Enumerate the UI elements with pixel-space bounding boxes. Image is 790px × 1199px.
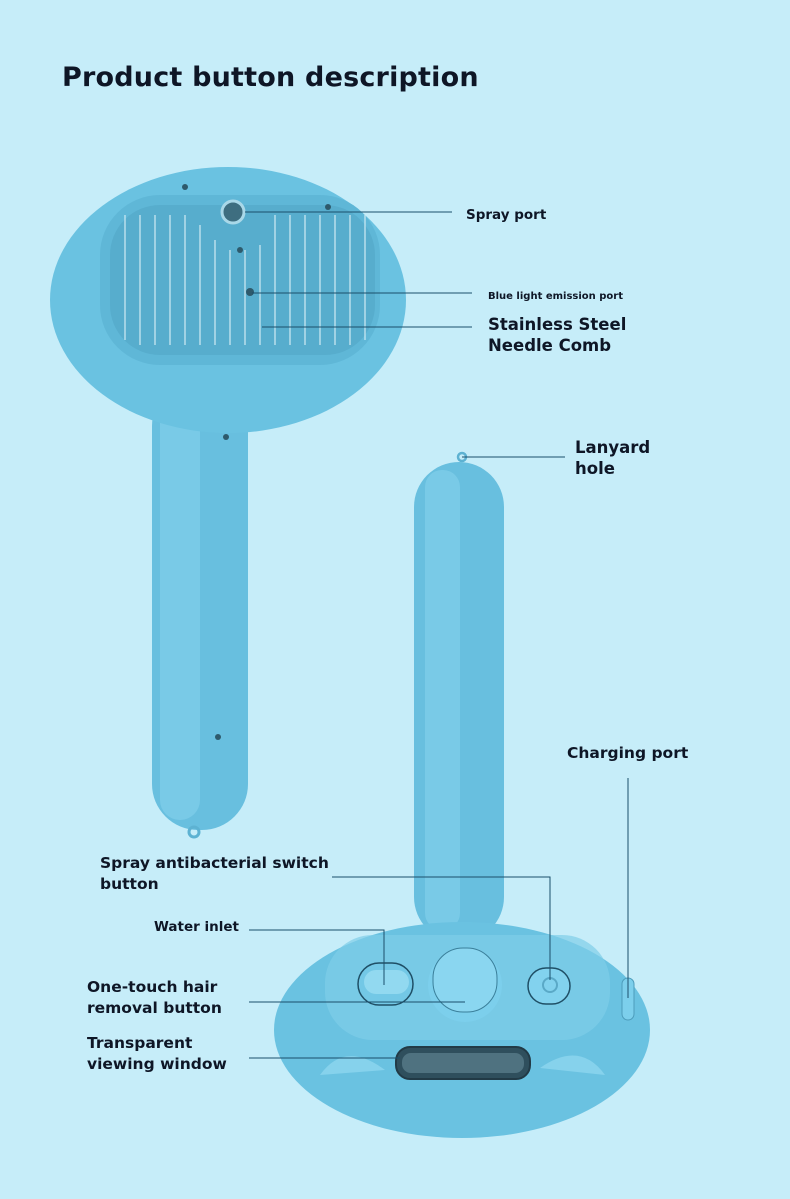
label-line: removal button: [87, 999, 222, 1017]
brush-back: [274, 451, 650, 1138]
label-viewing-window: Transparent viewing window: [87, 1033, 227, 1075]
label-line: Transparent: [87, 1034, 193, 1052]
label-needle-comb: Stainless Steel Needle Comb: [488, 314, 626, 356]
label-line: Spray antibacterial switch: [100, 854, 329, 872]
label-line: Stainless Steel: [488, 315, 627, 334]
label-spray-port: Spray port: [466, 207, 547, 223]
label-water-inlet: Water inlet: [154, 919, 239, 935]
label-line: viewing window: [87, 1055, 227, 1073]
label-line: One-touch hair: [87, 978, 218, 996]
brush-front: [50, 167, 406, 839]
label-spray-switch: Spray antibacterial switch button: [100, 853, 329, 895]
label-charging-port: Charging port: [567, 744, 689, 762]
leader-lines: [245, 211, 629, 1059]
label-line: Lanyard: [575, 438, 651, 457]
label-hair-removal: One-touch hair removal button: [87, 977, 222, 1019]
label-line: hole: [575, 459, 615, 478]
label-blue-light-port: Blue light emission port: [488, 291, 623, 302]
label-line: button: [100, 875, 159, 893]
page-title: Product button description: [62, 62, 479, 93]
label-line: Needle Comb: [488, 336, 612, 355]
label-lanyard-hole: Lanyard hole: [575, 437, 650, 479]
